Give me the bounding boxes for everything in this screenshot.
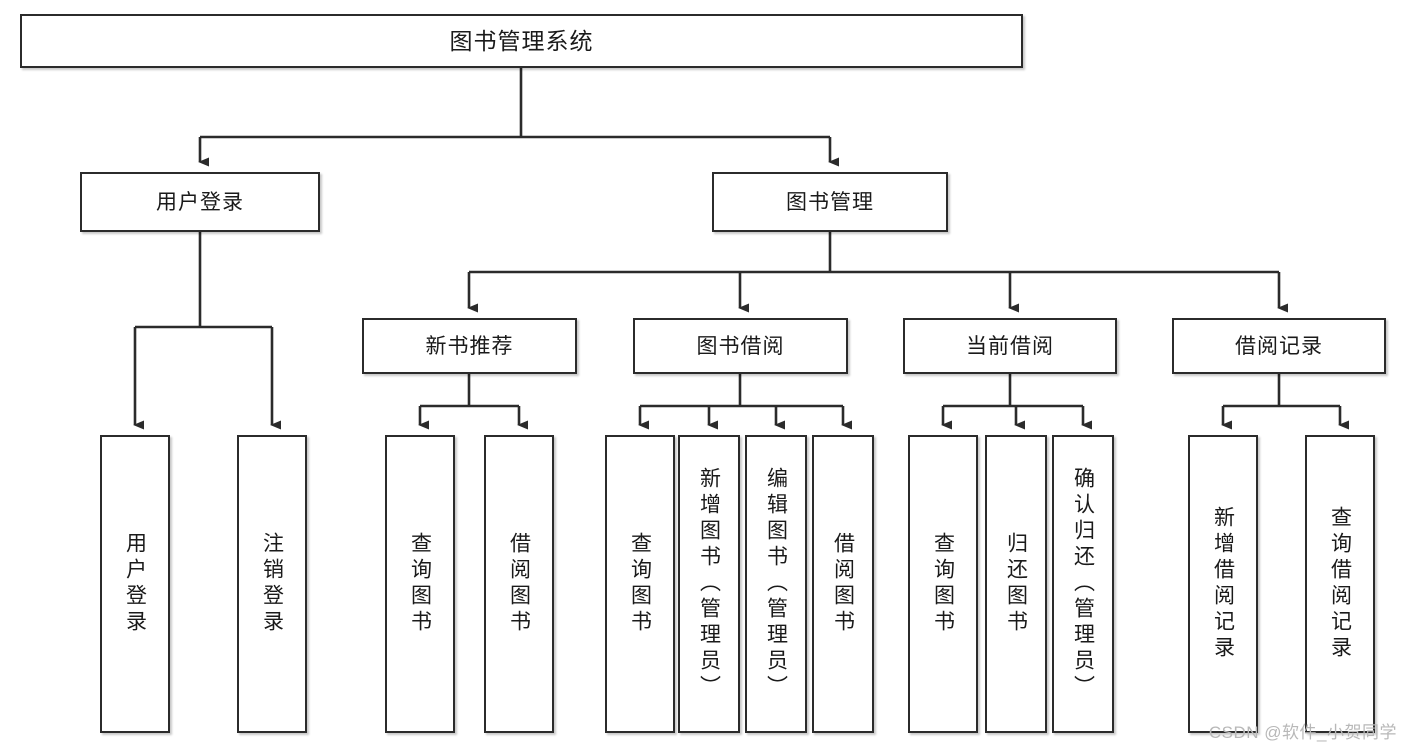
node-new-book-recommend-label: 新书推荐: [425, 334, 514, 358]
node-book-manage-label: 图书管理: [786, 190, 874, 214]
node-new-book-recommend[interactable]: 新书推荐: [362, 318, 577, 374]
node-logout-action-label: 注销登录: [260, 532, 284, 636]
node-user-login[interactable]: 用户登录: [80, 172, 320, 232]
node-add-book-admin-label: 新增图书（管理员）: [697, 467, 721, 701]
node-root-label: 图书管理系统: [449, 27, 594, 54]
node-user-login-action-label: 用户登录: [123, 532, 147, 636]
node-return-book-label: 归还图书: [1004, 532, 1028, 636]
node-return-book[interactable]: 归还图书: [985, 435, 1047, 733]
node-borrow-book-borrow-label: 借阅图书: [831, 532, 855, 636]
node-borrow-book-recommend-label: 借阅图书: [507, 532, 531, 636]
node-confirm-return-admin-label: 确认归还（管理员）: [1071, 467, 1095, 701]
node-query-book-current[interactable]: 查询图书: [908, 435, 978, 733]
node-borrow-book-borrow[interactable]: 借阅图书: [812, 435, 874, 733]
node-query-book-borrow[interactable]: 查询图书: [605, 435, 675, 733]
node-current-borrow-label: 当前借阅: [966, 334, 1054, 358]
node-edit-book-admin[interactable]: 编辑图书（管理员）: [745, 435, 807, 733]
node-user-login-label: 用户登录: [156, 190, 244, 214]
node-query-borrow-record[interactable]: 查询借阅记录: [1305, 435, 1375, 733]
node-book-manage[interactable]: 图书管理: [712, 172, 948, 232]
node-current-borrow[interactable]: 当前借阅: [903, 318, 1117, 374]
node-add-borrow-record[interactable]: 新增借阅记录: [1188, 435, 1258, 733]
node-add-book-admin[interactable]: 新增图书（管理员）: [678, 435, 740, 733]
node-add-borrow-record-label: 新增借阅记录: [1211, 506, 1235, 662]
node-borrow-record[interactable]: 借阅记录: [1172, 318, 1386, 374]
node-query-book-current-label: 查询图书: [931, 532, 955, 636]
node-book-borrow[interactable]: 图书借阅: [633, 318, 848, 374]
watermark: CSDN @软件_小贺同学: [1208, 723, 1397, 742]
node-edit-book-admin-label: 编辑图书（管理员）: [764, 467, 788, 701]
node-book-borrow-label: 图书借阅: [696, 334, 785, 358]
node-user-login-action[interactable]: 用户登录: [100, 435, 170, 733]
node-query-book-borrow-label: 查询图书: [628, 532, 652, 636]
node-root[interactable]: 图书管理系统: [20, 14, 1023, 68]
node-borrow-record-label: 借阅记录: [1235, 334, 1323, 358]
node-logout-action[interactable]: 注销登录: [237, 435, 307, 733]
node-query-book-recommend-label: 查询图书: [408, 532, 432, 636]
node-borrow-book-recommend[interactable]: 借阅图书: [484, 435, 554, 733]
node-query-borrow-record-label: 查询借阅记录: [1328, 506, 1352, 662]
node-confirm-return-admin[interactable]: 确认归还（管理员）: [1052, 435, 1114, 733]
node-query-book-recommend[interactable]: 查询图书: [385, 435, 455, 733]
